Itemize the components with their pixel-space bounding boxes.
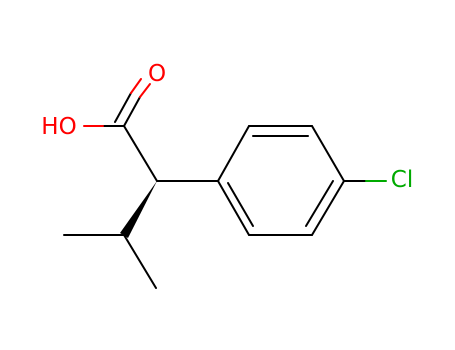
skeleton-bonds <box>63 125 345 289</box>
carbonyl-double-bond <box>114 78 151 127</box>
carbonyl-bond-line-a <box>123 96 141 127</box>
carbonyl-bond-line-b <box>114 92 132 123</box>
carbonyl-bond-line-a-oxygen <box>139 83 151 98</box>
hydroxyl-label: HO <box>41 114 76 140</box>
bond-isopropyl-ch-to-methyl-right <box>123 234 157 289</box>
ring-inner-bond-c6-c1 <box>227 182 254 227</box>
ring-inner-bond-c4-c5 <box>305 180 334 227</box>
chlorine-label: Cl <box>391 167 413 193</box>
carbonyl-bond-line-b-oxygen <box>130 78 142 94</box>
ring-bond-c1-c2 <box>217 125 250 182</box>
bond-carboxyl-c-to-chiral-c <box>123 125 158 182</box>
ring-bond-c4-c5 <box>311 180 345 236</box>
carbonyl-oxygen-label: O <box>148 61 166 87</box>
ring-bond-c6-c1 <box>217 180 250 236</box>
wedge-bond-to-isopropyl <box>120 181 157 238</box>
ring-bond-c3-c4 <box>311 125 345 182</box>
